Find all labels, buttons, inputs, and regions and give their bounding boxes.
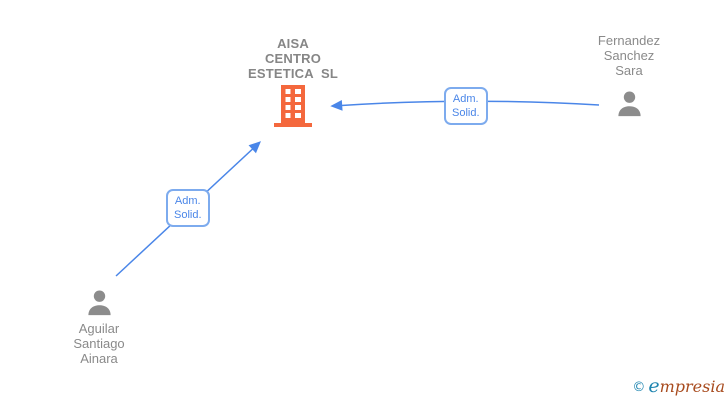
- logo-brand-text: mpresia: [659, 377, 725, 396]
- person-name-fernandez[interactable]: Fernandez Sanchez Sara: [549, 33, 709, 78]
- empresia-logo: ©empresia: [632, 376, 725, 398]
- edge-label-line: Solid.: [452, 107, 480, 119]
- building-icon[interactable]: [273, 85, 313, 132]
- edge-label-adm-solid-right: Adm. Solid.: [444, 87, 488, 125]
- person-name-line: Sara: [615, 63, 643, 78]
- company-name[interactable]: AISA CENTRO ESTETICA SL: [213, 36, 373, 81]
- person-name-line: Sanchez: [603, 48, 655, 63]
- person-name-line: Ainara: [80, 351, 118, 366]
- person-name-aguilar[interactable]: Aguilar Santiago Ainara: [19, 321, 179, 366]
- edge-label-adm-solid-left: Adm. Solid.: [166, 189, 210, 227]
- edge-label-line: Adm.: [174, 195, 201, 207]
- edge-label-line: Adm.: [452, 93, 479, 105]
- company-name-line: AISA: [277, 36, 309, 51]
- person-name-line: Aguilar: [78, 321, 120, 336]
- person-icon-aguilar[interactable]: [84, 287, 115, 323]
- company-name-line: CENTRO: [264, 51, 322, 66]
- edge-label-line: Solid.: [174, 209, 202, 221]
- person-icon-fernandez[interactable]: [614, 88, 645, 124]
- person-name-line: Santiago: [73, 336, 125, 351]
- person-name-line: Fernandez: [597, 33, 661, 48]
- copyright-icon: ©: [632, 380, 646, 395]
- logo-brand-initial: e: [648, 375, 660, 397]
- company-name-line: ESTETICA SL: [247, 66, 339, 81]
